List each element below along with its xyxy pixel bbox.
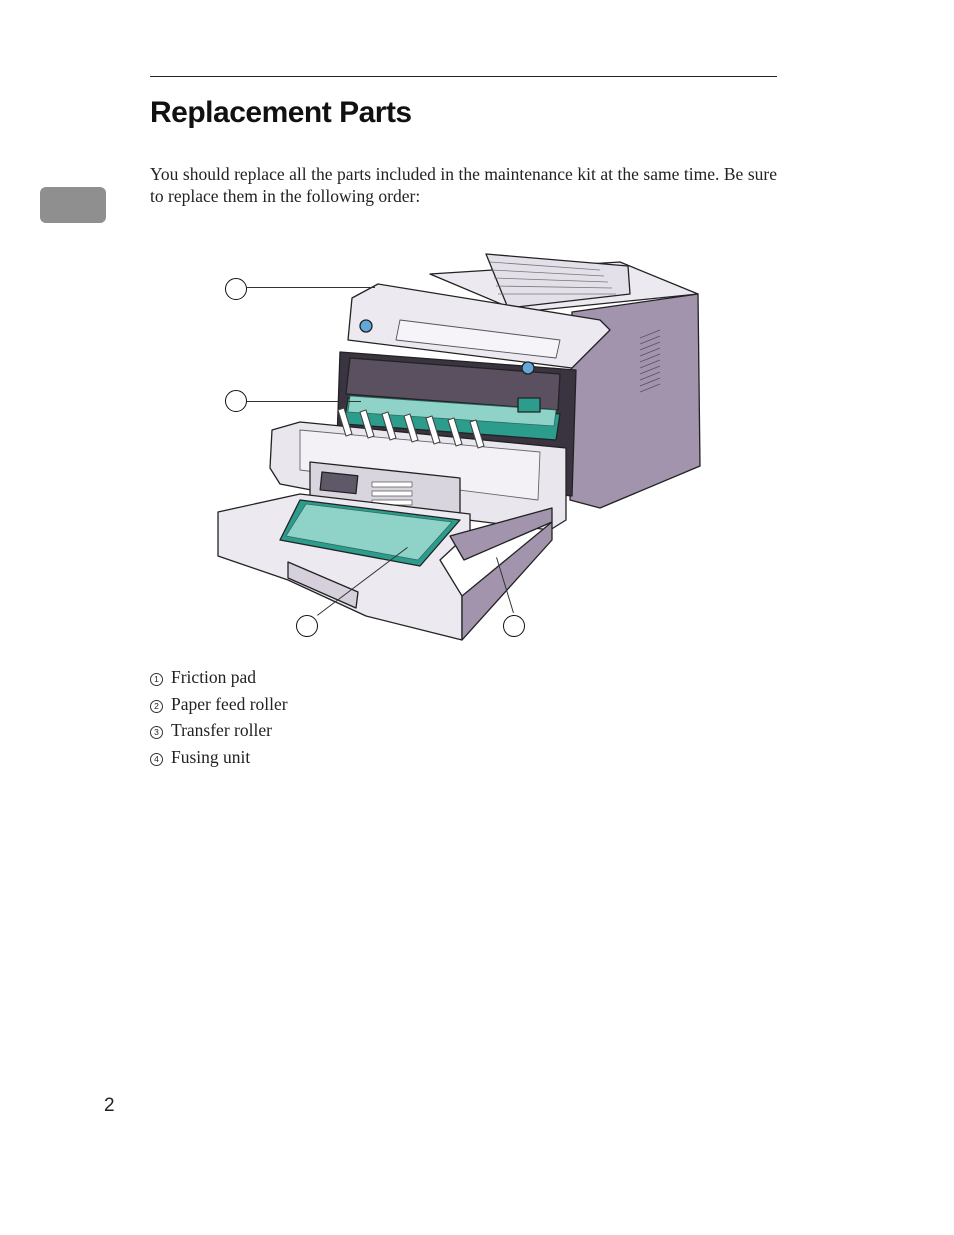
legend-item: 1 Friction pad — [150, 664, 288, 691]
callout-circle-top — [225, 278, 247, 300]
intro-paragraph: You should replace all the parts include… — [150, 164, 777, 206]
header-rule — [150, 76, 777, 77]
legend-number: 4 — [150, 752, 163, 766]
callout-circle-bottom-left — [296, 615, 318, 637]
chapter-tab — [40, 187, 106, 223]
page-number: 2 — [104, 1095, 115, 1116]
callout-circle-bottom-right — [503, 615, 525, 637]
legend-label: Fusing unit — [171, 746, 251, 767]
printer-illustration — [210, 240, 710, 650]
legend-item: 3 Transfer roller — [150, 717, 288, 744]
page-title: Replacement Parts — [150, 96, 412, 129]
legend-label: Friction pad — [171, 667, 257, 687]
legend-item: 2 Paper feed roller — [150, 691, 288, 718]
printer-icon — [217, 253, 701, 641]
callout-line-top — [247, 287, 375, 288]
legend-number: 3 — [150, 726, 163, 739]
legend-label: Paper feed roller — [171, 693, 288, 714]
parts-legend: 1 Friction pad 2 Paper feed roller 3 Transf… — [150, 664, 288, 770]
callout-line-middle — [247, 401, 361, 402]
callout-circle-middle — [225, 390, 247, 412]
legend-number: 1 — [150, 673, 163, 686]
legend-number: 2 — [150, 699, 163, 713]
legend-item: 4 Fusing unit — [150, 744, 288, 771]
legend-label: Transfer roller — [171, 720, 272, 740]
